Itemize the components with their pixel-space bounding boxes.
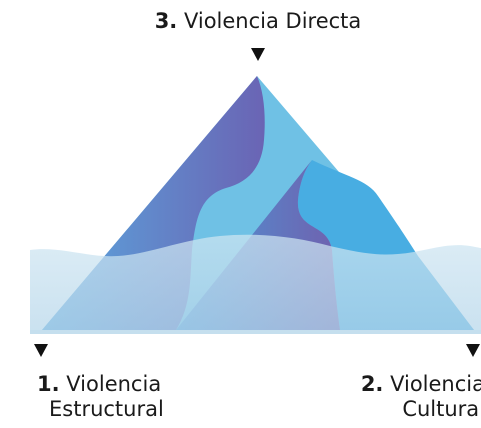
- top-vertex-marker: [251, 48, 265, 61]
- label-violencia-cultural: 2. Violencia Cultural: [361, 372, 481, 422]
- ground-line: [30, 330, 481, 334]
- label-violencia-directa: 3. Violencia Directa: [0, 9, 481, 34]
- label-text-line1: Violencia: [390, 372, 481, 396]
- label-violencia-estructural: 1. Violencia Estructural: [37, 372, 164, 422]
- label-number: 3.: [154, 9, 178, 33]
- left-vertex-marker: [34, 344, 48, 357]
- label-text-line2: Estructural: [49, 396, 164, 421]
- right-vertex-marker: [466, 344, 480, 357]
- label-number: 1.: [37, 372, 60, 396]
- water-surface: [30, 234, 481, 330]
- label-text: Violencia Directa: [183, 9, 362, 33]
- label-text-line2: Cultural: [402, 396, 481, 421]
- label-number: 2.: [360, 372, 384, 396]
- label-text-line1: Violencia: [66, 372, 162, 396]
